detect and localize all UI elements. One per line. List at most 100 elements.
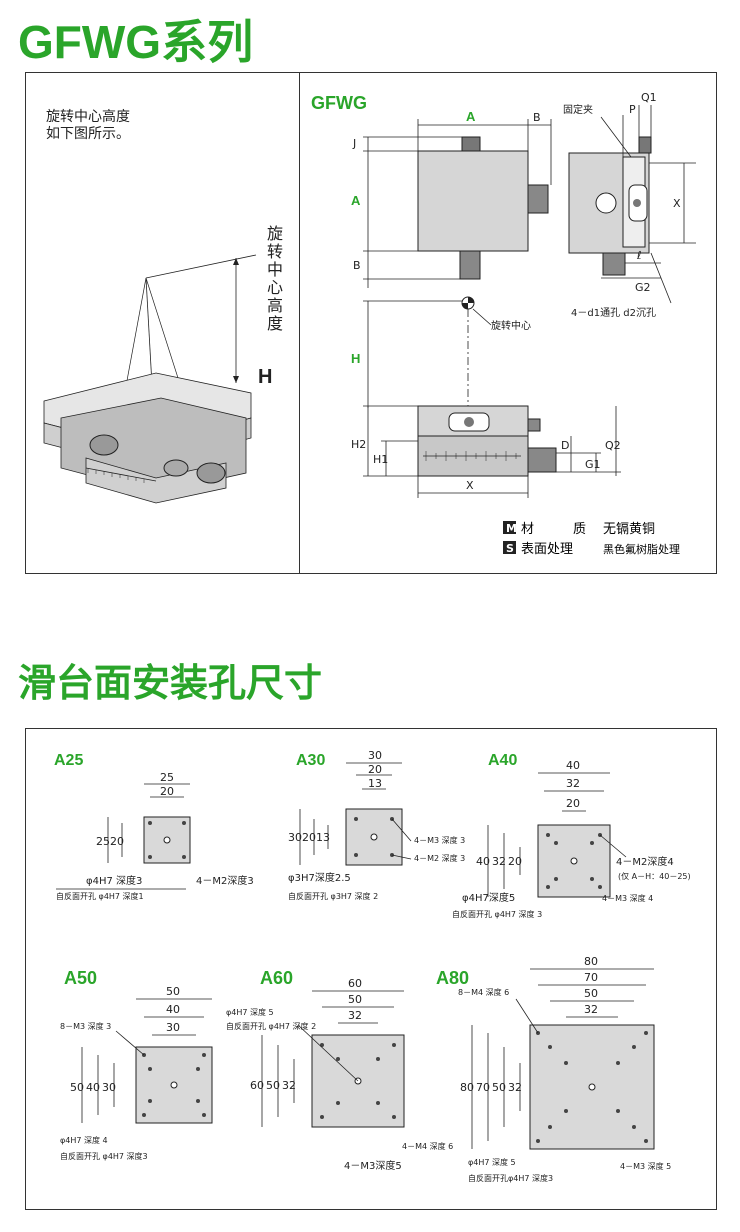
svg-text:A40: A40 [488, 752, 517, 769]
svg-text:φ4H7 深度 4: φ4H7 深度 4 [60, 1135, 108, 1145]
svg-text:32: 32 [348, 1009, 362, 1022]
svg-text:A: A [466, 109, 476, 124]
svg-text:G1: G1 [585, 458, 601, 471]
svg-text:表面处理: 表面处理 [521, 542, 573, 557]
svg-text:D: D [561, 439, 569, 452]
svg-text:13: 13 [368, 777, 382, 790]
svg-text:20: 20 [110, 835, 124, 848]
svg-text:50: 50 [166, 985, 180, 998]
svg-text:8－M4 深度 6: 8－M4 深度 6 [458, 987, 509, 997]
svg-text:P: P [629, 103, 636, 116]
svg-text:4－M2深度4: 4－M2深度4 [616, 855, 674, 868]
svg-text:B: B [353, 259, 361, 272]
svg-text:4－M4 深度 6: 4－M4 深度 6 [402, 1141, 453, 1151]
svg-text:G2: G2 [635, 281, 651, 294]
svg-text:32: 32 [492, 855, 506, 868]
svg-text:4－M3 深度 3: 4－M3 深度 3 [414, 835, 465, 845]
svg-text:20: 20 [302, 831, 316, 844]
svg-text:4－M3 深度 4: 4－M3 深度 4 [602, 893, 653, 903]
svg-text:20: 20 [566, 797, 580, 810]
svg-text:A50: A50 [64, 968, 97, 988]
svg-text:φ4H7 深度3: φ4H7 深度3 [86, 874, 142, 887]
svg-text:A60: A60 [260, 968, 293, 988]
svg-text:60: 60 [250, 1079, 264, 1092]
h-label: H [258, 366, 273, 388]
svg-text:70: 70 [584, 971, 598, 984]
svg-text:50: 50 [584, 987, 598, 1000]
svg-text:质: 质 [573, 522, 586, 537]
svg-text:M: M [506, 522, 517, 535]
gfwg-drawing: GFWG A B J A B 旋转中心 H [311, 91, 696, 557]
svg-text:X: X [673, 197, 681, 210]
svg-text:4－M2 深度 3: 4－M2 深度 3 [414, 853, 465, 863]
svg-text:Q1: Q1 [641, 91, 657, 104]
svg-text:自反面开孔 φ4H7 深度1: 自反面开孔 φ4H7 深度1 [56, 891, 144, 901]
svg-text:H: H [351, 351, 360, 366]
svg-text:A30: A30 [296, 752, 325, 769]
svg-text:自反面开孔 φ3H7 深度 2: 自反面开孔 φ3H7 深度 2 [288, 891, 378, 901]
rotation-height-label: 旋转中心高度 [267, 224, 284, 333]
svg-text:32: 32 [584, 1003, 598, 1016]
spec-panel: 旋转中心高度 如下图所示。 旋转中心高度 H GFWG [25, 72, 717, 574]
svg-text:4－M3 深度 5: 4－M3 深度 5 [620, 1161, 671, 1171]
svg-text:A80: A80 [436, 968, 469, 988]
svg-text:自反面开孔φ4H7 深度3: 自反面开孔φ4H7 深度3 [468, 1173, 553, 1183]
svg-text:固定夹: 固定夹 [563, 103, 593, 116]
svg-text:20: 20 [508, 855, 522, 868]
svg-text:80: 80 [460, 1081, 474, 1094]
svg-text:ℓ: ℓ [636, 249, 642, 262]
svg-text:40: 40 [166, 1003, 180, 1016]
note-line-1: 旋转中心高度 [46, 109, 130, 125]
svg-text:50: 50 [348, 993, 362, 1006]
note-line-2: 如下图所示。 [46, 126, 130, 142]
svg-text:H2: H2 [351, 438, 366, 451]
svg-text:无镉黄铜: 无镉黄铜 [603, 521, 655, 537]
svg-text:4－M3深度5: 4－M3深度5 [344, 1159, 402, 1172]
svg-text:自反面开孔 φ4H7 深度 2: 自反面开孔 φ4H7 深度 2 [226, 1021, 316, 1031]
svg-text:20: 20 [368, 763, 382, 776]
svg-text:黑色氟树脂处理: 黑色氟树脂处理 [603, 542, 680, 556]
svg-text:自反面开孔 φ4H7 深度3: 自反面开孔 φ4H7 深度3 [60, 1151, 148, 1161]
model-label: GFWG [311, 93, 367, 113]
svg-text:X: X [466, 479, 474, 492]
svg-text:φ4H7 深度 5: φ4H7 深度 5 [226, 1007, 274, 1017]
svg-text:自反面开孔 φ4H7 深度 3: 自反面开孔 φ4H7 深度 3 [452, 909, 542, 919]
svg-text:40: 40 [566, 759, 580, 772]
svg-text:φ4H7深度5: φ4H7深度5 [462, 891, 515, 904]
rotation-center-label: 旋转中心 [491, 319, 531, 332]
svg-text:50: 50 [70, 1081, 84, 1094]
svg-text:50: 50 [266, 1079, 280, 1092]
svg-text:φ3H7深度2.5: φ3H7深度2.5 [288, 871, 351, 884]
svg-text:30: 30 [368, 749, 382, 762]
svg-text:13: 13 [316, 831, 330, 844]
section-title-gfwg: GFWG系列 [18, 16, 254, 68]
svg-text:S: S [506, 542, 514, 555]
panel-divider [299, 73, 300, 573]
svg-text:B: B [533, 111, 541, 124]
svg-text:40: 40 [86, 1081, 100, 1094]
svg-text:4－M2深度3: 4－M2深度3 [196, 874, 254, 887]
svg-text:Q2: Q2 [605, 439, 621, 452]
svg-text:30: 30 [166, 1021, 180, 1034]
svg-text:30: 30 [102, 1081, 116, 1094]
svg-text:20: 20 [160, 785, 174, 798]
svg-text:80: 80 [584, 955, 598, 968]
svg-text:(仅 A－H：40－25): (仅 A－H：40－25) [618, 871, 691, 881]
svg-text:φ4H7 深度 5: φ4H7 深度 5 [468, 1157, 516, 1167]
svg-text:25: 25 [160, 771, 174, 784]
svg-text:J: J [352, 137, 356, 150]
svg-text:30: 30 [288, 831, 302, 844]
svg-text:32: 32 [282, 1079, 296, 1092]
svg-text:70: 70 [476, 1081, 490, 1094]
svg-text:25: 25 [96, 835, 110, 848]
svg-text:A25: A25 [54, 752, 83, 769]
svg-text:32: 32 [566, 777, 580, 790]
section-title-mounting: 滑台面安装孔尺寸 [18, 663, 323, 705]
svg-text:50: 50 [492, 1081, 506, 1094]
svg-text:H1: H1 [373, 453, 388, 466]
svg-text:材: 材 [521, 522, 534, 537]
svg-text:A: A [351, 193, 361, 208]
svg-text:32: 32 [508, 1081, 522, 1094]
